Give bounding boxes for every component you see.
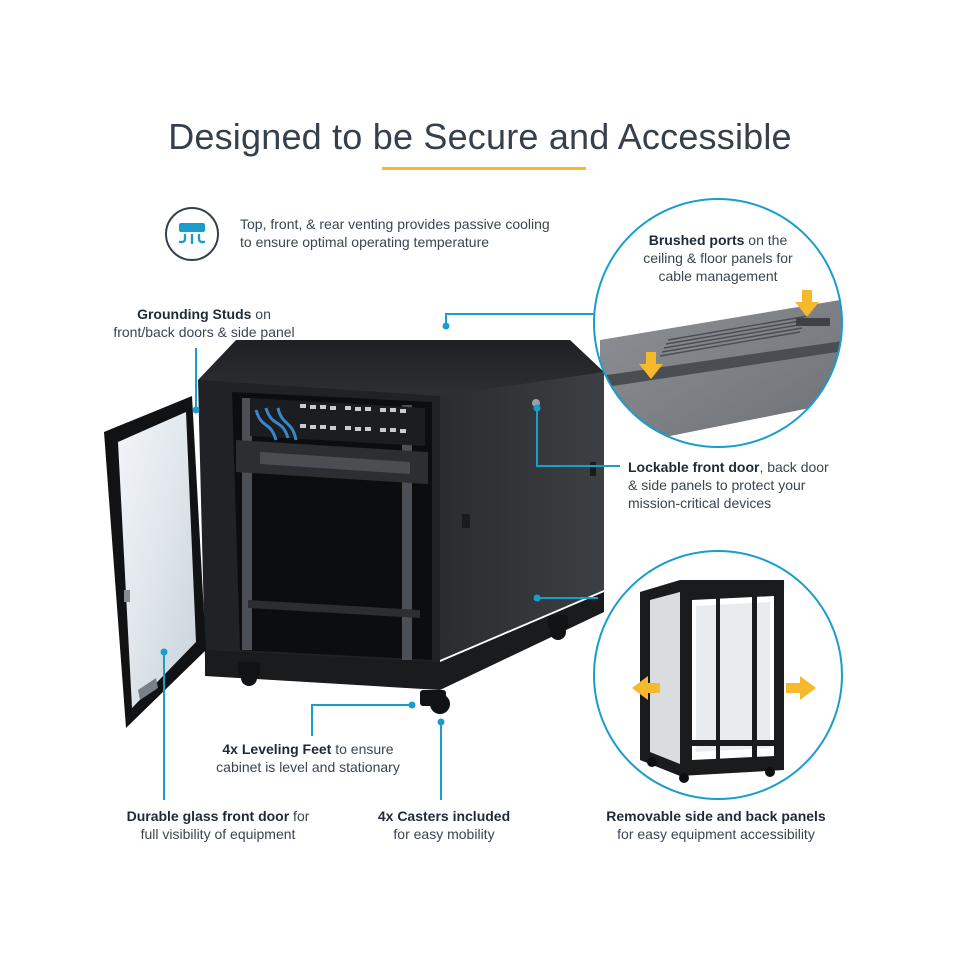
title-underline xyxy=(382,167,586,170)
page-title: Designed to be Secure and Accessible xyxy=(168,116,792,157)
connector-lines xyxy=(163,313,620,800)
glass-door-title: Durable glass front door xyxy=(126,808,290,824)
lockable-title: Lockable front door xyxy=(628,459,760,475)
leveling-title: 4x Leveling Feet xyxy=(222,741,332,757)
grounding-line1-rest: on xyxy=(251,306,271,322)
casters-callout: 4x Casters included for easy mobility xyxy=(354,807,534,843)
removable-panels-zoom xyxy=(594,551,842,799)
venting-callout: Top, front, & rear venting provides pass… xyxy=(240,215,550,251)
yellow-arrow-icon xyxy=(639,290,819,379)
casters-title: 4x Casters included xyxy=(377,808,511,824)
brushed-line1-rest: on the xyxy=(744,232,788,248)
removable-panels-callout: Removable side and back panels for easy … xyxy=(596,807,836,843)
grounding-line2: front/back doors & side panel xyxy=(113,324,295,340)
air-vent-icon xyxy=(165,207,219,261)
lockable-line1-rest: , back door xyxy=(759,459,829,475)
glass-line1-rest: for xyxy=(289,808,310,824)
lockable-line2: & side panels to protect your xyxy=(628,477,806,493)
leveling-line2: cabinet is level and stationary xyxy=(216,759,400,775)
removable-title: Removable side and back panels xyxy=(606,808,826,824)
glass-line2: full visibility of equipment xyxy=(140,826,296,842)
brushed-ports-callout: Brushed ports on the ceiling & floor pan… xyxy=(618,231,818,285)
glass-door-callout: Durable glass front door for full visibi… xyxy=(108,807,328,843)
casters-line2: for easy mobility xyxy=(393,826,495,842)
venting-line1: Top, front, & rear venting provides pass… xyxy=(240,216,550,232)
grounding-callout: Grounding Studs on front/back doors & si… xyxy=(94,305,314,341)
brushed-ports-zoom xyxy=(594,199,842,447)
lockable-line3: mission-critical devices xyxy=(628,495,772,511)
server-cabinet xyxy=(104,340,604,728)
brushed-line3: cable management xyxy=(658,268,778,284)
lockable-callout: Lockable front door, back door & side pa… xyxy=(628,458,829,512)
grounding-title: Grounding Studs xyxy=(137,306,252,322)
leveling-feet-callout: 4x Leveling Feet to ensure cabinet is le… xyxy=(198,740,418,776)
removable-line2: for easy equipment accessibility xyxy=(617,826,815,842)
brushed-ports-title: Brushed ports xyxy=(648,232,745,248)
leveling-line1-rest: to ensure xyxy=(331,741,394,757)
venting-line2: to ensure optimal operating temperature xyxy=(240,234,490,250)
brushed-line2: ceiling & floor panels for xyxy=(643,250,793,266)
